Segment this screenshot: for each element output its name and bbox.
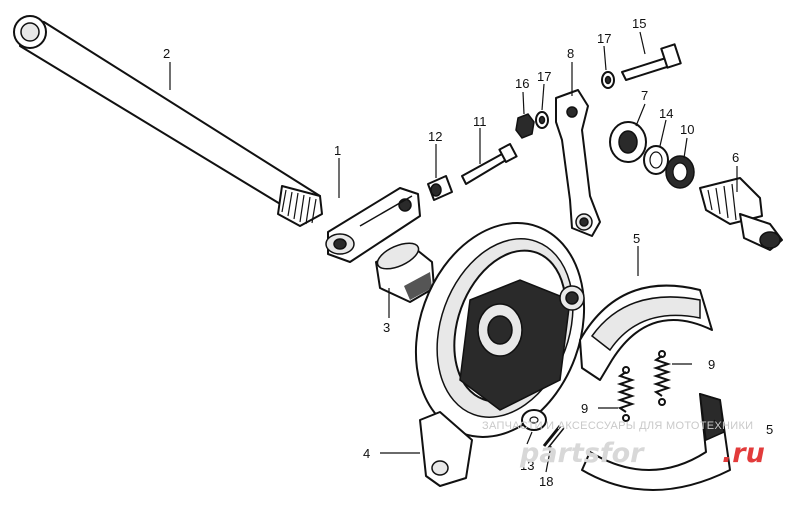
part-13-washer — [521, 409, 547, 431]
callout-6: 6 — [732, 150, 739, 165]
callout-12: 12 — [428, 129, 442, 144]
callout-11: 11 — [473, 114, 487, 129]
callout-2: 2 — [163, 46, 170, 61]
callout-1: 1 — [334, 143, 341, 158]
callout-8: 8 — [567, 46, 574, 61]
callout-17-top: 17 — [597, 31, 611, 46]
part-18-cotter-pin — [542, 425, 565, 449]
part-7-felt-seal — [609, 121, 647, 163]
part-4-brake-panel — [414, 222, 586, 487]
part-2-shaft — [13, 15, 323, 227]
callout-4: 4 — [363, 446, 370, 461]
part-8-brake-arm — [555, 89, 601, 237]
callout-7: 7 — [641, 88, 648, 103]
part-14-washer — [643, 145, 669, 175]
callout-18: 18 — [539, 474, 553, 489]
part-17-washer-b — [535, 111, 549, 129]
callout-17-mid: 17 — [537, 69, 551, 84]
callout-9-left: 9 — [581, 401, 588, 416]
callout-16: 16 — [515, 76, 529, 91]
watermark-logo: partsfor — [519, 438, 645, 469]
callout-5-upper: 5 — [633, 231, 640, 246]
leader-lines — [169, 31, 738, 473]
callout-5-lower: 5 — [766, 422, 773, 437]
watermark-caption: ЗАПЧАСТИ И АКСЕССУАРЫ ДЛЯ МОТОТЕХНИКИ — [482, 420, 753, 432]
part-6-brake-cam — [699, 177, 783, 251]
part-3-collar — [375, 242, 435, 303]
part-5-brake-shoe-lower — [581, 392, 731, 491]
part-12-nut — [427, 175, 453, 201]
part-1-stopper-arm — [325, 187, 421, 263]
part-9-spring-b — [616, 366, 636, 422]
part-10-o-ring — [665, 155, 695, 189]
callout-14: 14 — [659, 106, 673, 121]
callout-10: 10 — [680, 122, 694, 137]
callout-15: 15 — [632, 16, 646, 31]
callout-13: 13 — [520, 458, 534, 473]
part-15-bolt — [621, 43, 682, 81]
watermark: ЗАПЧАСТИ И АКСЕССУАРЫ ДЛЯ МОТОТЕХНИКИ pa… — [482, 420, 765, 469]
callout-3: 3 — [383, 320, 390, 335]
part-11-bolt — [461, 143, 518, 185]
part-9-spring-a — [652, 350, 672, 406]
part-17-washer-a — [601, 71, 615, 89]
callout-9-right: 9 — [708, 357, 715, 372]
part-16-nut — [515, 113, 535, 139]
part-5-brake-shoe-upper — [579, 284, 713, 381]
watermark-domain: .ru — [722, 438, 765, 469]
